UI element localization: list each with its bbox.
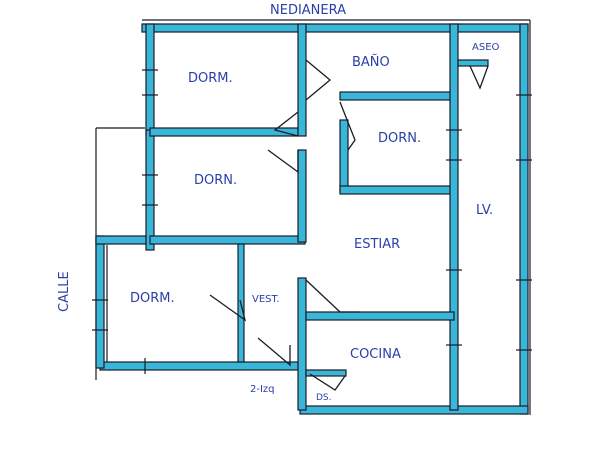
wall-dorm-right-left (339, 119, 349, 193)
label-vest: VEST. (252, 294, 280, 305)
label-bano: BAÑO (352, 54, 390, 70)
wall-aseo-bottom (457, 59, 489, 67)
wall-central-upper (297, 23, 307, 137)
label-estar: ESTIAR (354, 237, 400, 252)
label-top: NEDIANERA (270, 3, 346, 18)
labels: NEDIANERA CALLE DORM. BAÑO ASEO DORN. DO… (57, 3, 500, 403)
label-aseo: ASEO (472, 42, 500, 53)
label-dorm-top: DORM. (188, 71, 233, 86)
wall-top (141, 23, 529, 33)
wall-right (519, 23, 529, 415)
wall-bano-bottom (339, 91, 456, 101)
walls (95, 23, 529, 415)
wall-left-top (145, 23, 155, 137)
wall-bottom-right (299, 405, 529, 415)
label-dorm-mid-left: DORN. (194, 173, 237, 188)
outer-outline (95, 19, 531, 415)
wall-left-low (95, 235, 105, 369)
wall-left-mid (145, 129, 155, 251)
wall-central-lower (297, 277, 307, 411)
wall-ds (305, 369, 347, 377)
label-street: CALLE (57, 271, 72, 312)
label-dorm-mid-right: DORN. (378, 131, 421, 146)
label-lv: LV. (476, 203, 493, 218)
wall-dorm-right-bottom (339, 185, 456, 195)
windows (92, 69, 532, 374)
wall-cocina-top (305, 311, 455, 321)
label-ds: DS. (316, 393, 332, 403)
label-entry: 2-Izq (250, 384, 275, 395)
wall-lv-left (449, 23, 459, 411)
wall-bottom-left (99, 361, 301, 371)
wall-dorm-divider-2 (149, 235, 306, 245)
doors (209, 59, 489, 391)
label-dorm-bottom: DORM. (130, 291, 175, 306)
wall-central-mid (297, 149, 307, 243)
wall-left-stub (95, 235, 147, 245)
label-cocina: COCINA (350, 347, 401, 362)
